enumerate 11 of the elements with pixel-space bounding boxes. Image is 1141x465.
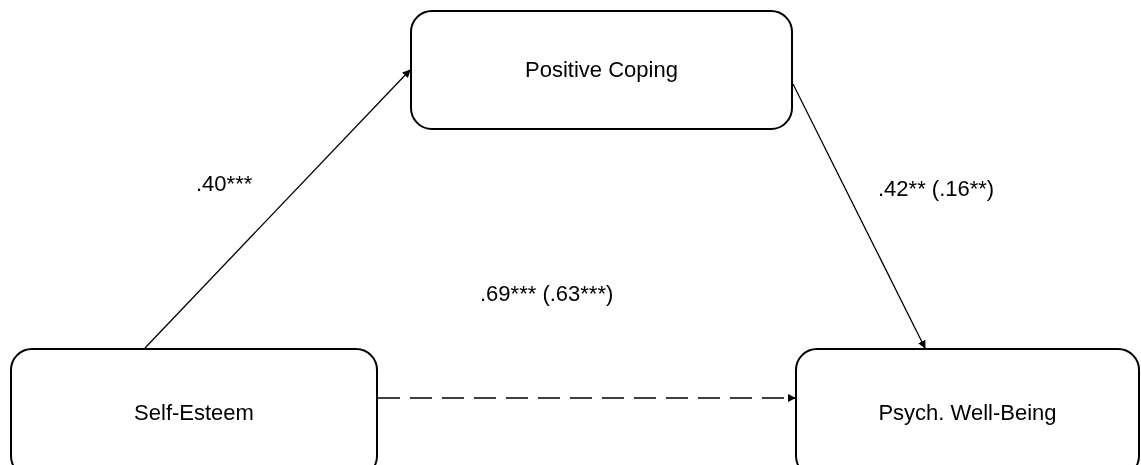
node-label: Positive Coping: [525, 57, 678, 83]
process-box: [410, 10, 793, 130]
arrow: [792, 83, 926, 349]
process-box: [795, 348, 1140, 465]
node-label: Psych. Well-Being: [878, 400, 1057, 426]
edge-label: .42** (.16**): [878, 177, 995, 202]
node-label: Self-Esteem: [134, 400, 254, 426]
edge-label: .69*** (.63***): [480, 282, 614, 307]
dashed-arrow: [377, 394, 796, 402]
arrow: [144, 69, 411, 349]
process-box: [10, 348, 378, 465]
